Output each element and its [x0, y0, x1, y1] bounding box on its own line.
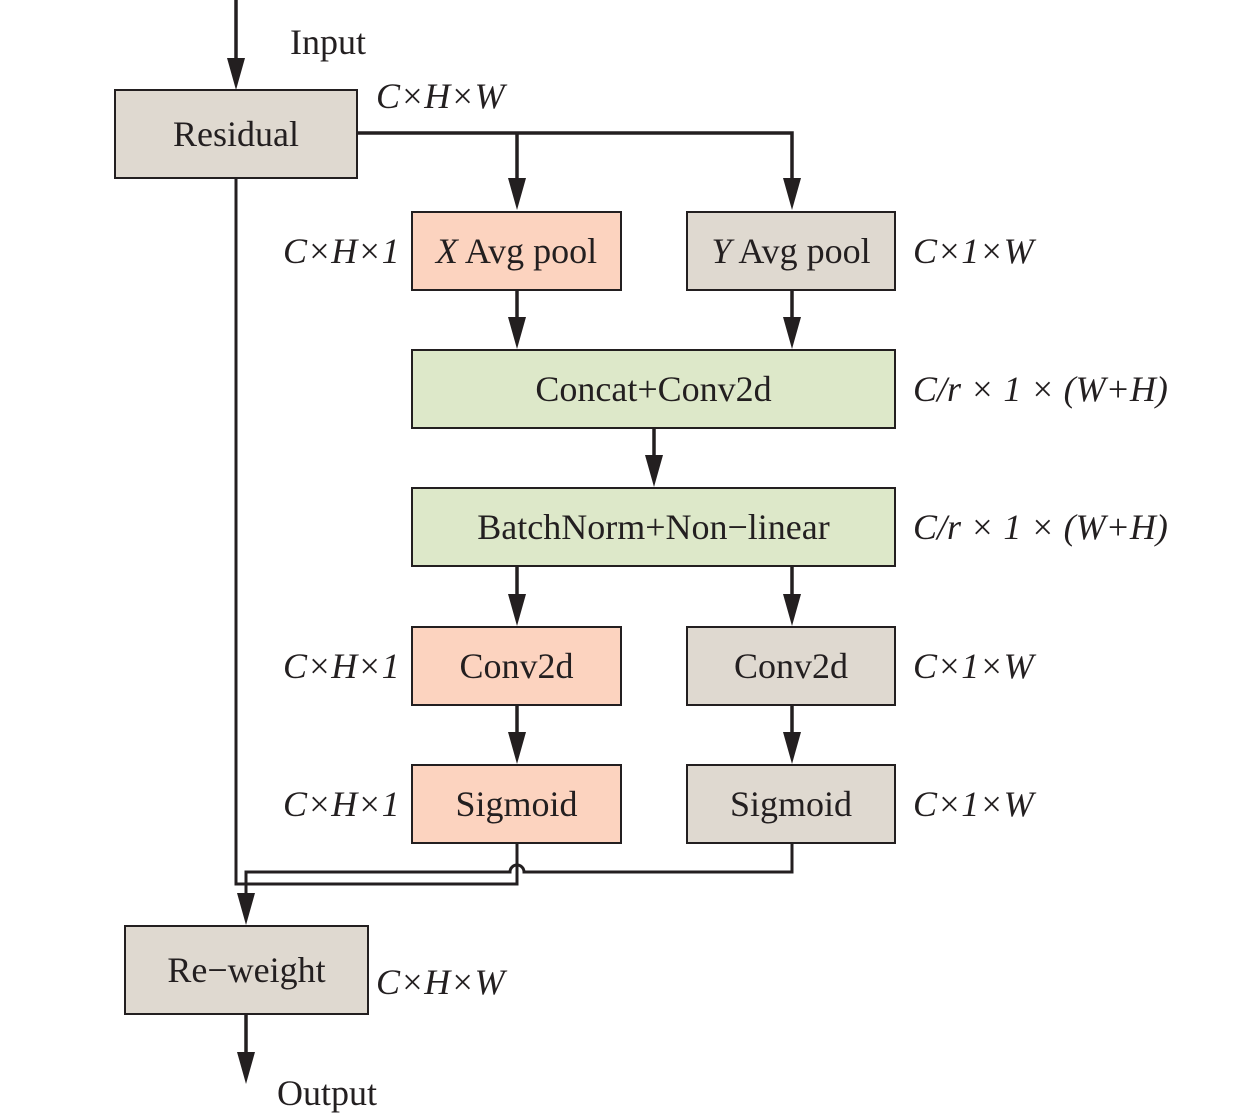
sig-right-to-reweight-line — [244, 842, 794, 905]
concat-left-arrowhead — [508, 317, 526, 349]
sig-left-arrowhead — [508, 732, 526, 764]
conv-left-label: Conv2d — [459, 646, 574, 686]
reweight-dim: C×H×W — [376, 962, 505, 1002]
input-label: Input — [290, 22, 366, 62]
reweight-label: Re−weight — [167, 950, 326, 990]
x-avg-pool-node: X Avg pool — [411, 211, 622, 291]
conv2d-right-node: Conv2d — [686, 626, 896, 706]
reweight-arrowhead — [237, 893, 255, 925]
residual-dim: C×H×W — [376, 76, 505, 116]
output-label: Output — [277, 1073, 378, 1113]
y-pool-label: Avg pool — [731, 231, 871, 271]
output-arrowhead — [237, 1052, 255, 1084]
bn-dim: C/r × 1 × (W+H) — [913, 507, 1168, 547]
batchnorm-node: BatchNorm+Non−linear — [411, 487, 896, 567]
conv-left-arrowhead — [508, 594, 526, 626]
x-var: X — [435, 231, 458, 271]
y-pool-dim: C×1×W — [913, 231, 1034, 271]
sigmoid-left-node: Sigmoid — [411, 764, 622, 844]
x-pool-arrowhead — [508, 178, 526, 210]
sigmoid-right-node: Sigmoid — [686, 764, 896, 844]
x-pool-label: Avg pool — [457, 231, 598, 271]
sig-right-dim: C×1×W — [913, 784, 1034, 824]
reweight-node: Re−weight — [124, 925, 369, 1015]
input-arrowhead — [227, 58, 245, 90]
conv-right-label: Conv2d — [733, 646, 848, 686]
sig-left-dim: C×H×1 — [283, 784, 400, 824]
conv2d-left-node: Conv2d — [411, 626, 622, 706]
sig-right-arrowhead — [783, 732, 801, 764]
y-var: Y — [711, 231, 732, 271]
residual-skip-line — [234, 178, 519, 886]
concat-conv2d-node: Concat+Conv2d — [411, 349, 896, 429]
conv-right-arrowhead — [783, 594, 801, 626]
conv-left-dim: C×H×1 — [283, 646, 400, 686]
residual-label: Residual — [173, 114, 299, 154]
conv-right-dim: C×1×W — [913, 646, 1034, 686]
concat-label: Concat+Conv2d — [535, 369, 772, 409]
bn-arrowhead — [645, 455, 663, 487]
y-pool-arrowhead — [783, 178, 801, 210]
residual-branch-line — [357, 131, 794, 190]
concat-right-arrowhead — [783, 317, 801, 349]
sig-left-label: Sigmoid — [455, 784, 578, 824]
bn-label: BatchNorm+Non−linear — [477, 507, 830, 547]
sig-right-label: Sigmoid — [729, 784, 853, 824]
x-pool-dim: C×H×1 — [283, 231, 400, 271]
y-avg-pool-node: Y Avg pool — [686, 211, 896, 291]
residual-node: Residual — [114, 89, 358, 179]
concat-dim: C/r × 1 × (W+H) — [913, 369, 1168, 409]
